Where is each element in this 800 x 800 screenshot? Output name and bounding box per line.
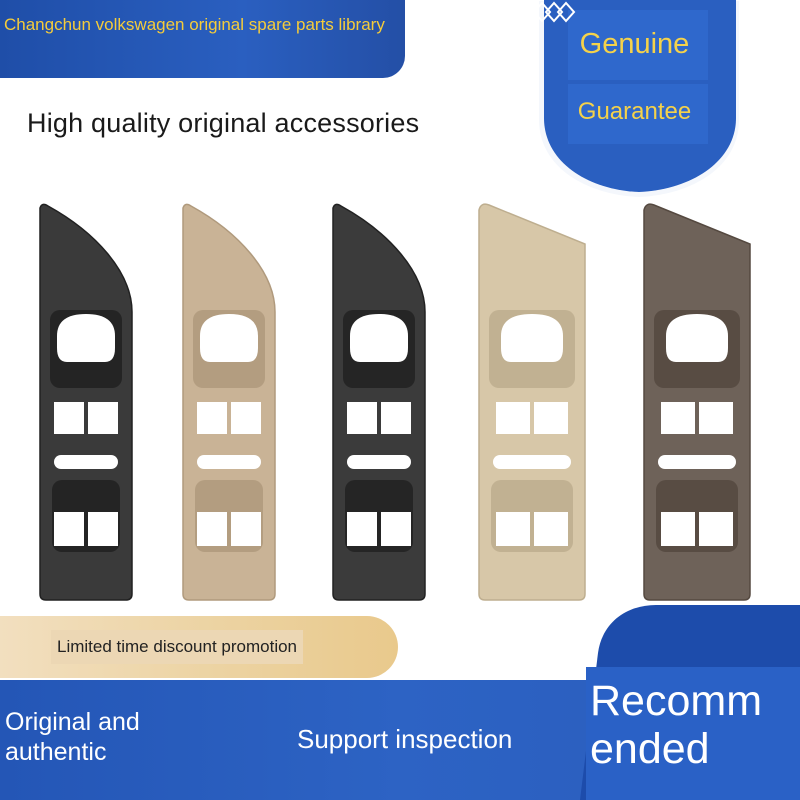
switch-cutout <box>381 512 411 546</box>
switch-cutout <box>231 402 261 434</box>
door-trim-panel <box>643 203 751 601</box>
support-inspection-text: Support inspection <box>297 724 513 754</box>
recommended-shape <box>580 605 800 800</box>
switch-cutout <box>54 402 84 434</box>
slot-cutout <box>493 455 571 469</box>
handle-cutout <box>200 314 258 362</box>
switch-cutout <box>54 512 84 546</box>
switch-cutout <box>496 402 530 434</box>
product-gallery-svg <box>39 203 751 601</box>
switch-cutout <box>534 512 568 546</box>
handle-cutout <box>57 314 115 362</box>
switch-cutout <box>496 512 530 546</box>
header-banner <box>0 0 405 78</box>
promo-label: Limited time discount promotion <box>51 630 304 664</box>
slot-cutout <box>658 455 736 469</box>
switch-cutout <box>197 402 227 434</box>
recommended-badge <box>560 605 800 800</box>
shop-name: Changchun volkswagen original spare part… <box>4 15 385 34</box>
genuine-guarantee-badge: Genuine Guarantee <box>532 0 748 200</box>
switch-cutout <box>381 402 411 434</box>
switch-cutout <box>661 512 695 546</box>
shield-shape <box>537 0 741 200</box>
door-trim-panel <box>182 203 276 601</box>
switch-cutout <box>231 512 261 546</box>
door-trim-panel <box>39 203 133 601</box>
switch-cutout <box>197 512 227 546</box>
slot-cutout <box>54 455 118 469</box>
switch-cutout <box>88 402 118 434</box>
switch-cutout <box>661 402 695 434</box>
badge-guarantee-text: Guarantee <box>577 98 692 125</box>
recommended-text: Recomm ended <box>590 677 763 773</box>
door-trim-panel <box>478 203 586 601</box>
switch-cutout <box>699 512 733 546</box>
original-authentic-text: Original and authentic <box>5 708 140 766</box>
product-gallery <box>0 190 800 610</box>
handle-cutout <box>501 314 563 362</box>
switch-cutout <box>347 512 377 546</box>
switch-cutout <box>699 402 733 434</box>
page-subtitle: High quality original accessories <box>27 108 420 138</box>
slot-cutout <box>197 455 261 469</box>
slot-cutout <box>347 455 411 469</box>
door-trim-panel <box>332 203 426 601</box>
switch-cutout <box>88 512 118 546</box>
switch-cutout <box>347 402 377 434</box>
switch-cutout <box>534 402 568 434</box>
handle-cutout <box>350 314 408 362</box>
diamond-chain-icon <box>532 1 576 23</box>
badge-genuine-text: Genuine <box>579 28 690 60</box>
handle-cutout <box>666 314 728 362</box>
